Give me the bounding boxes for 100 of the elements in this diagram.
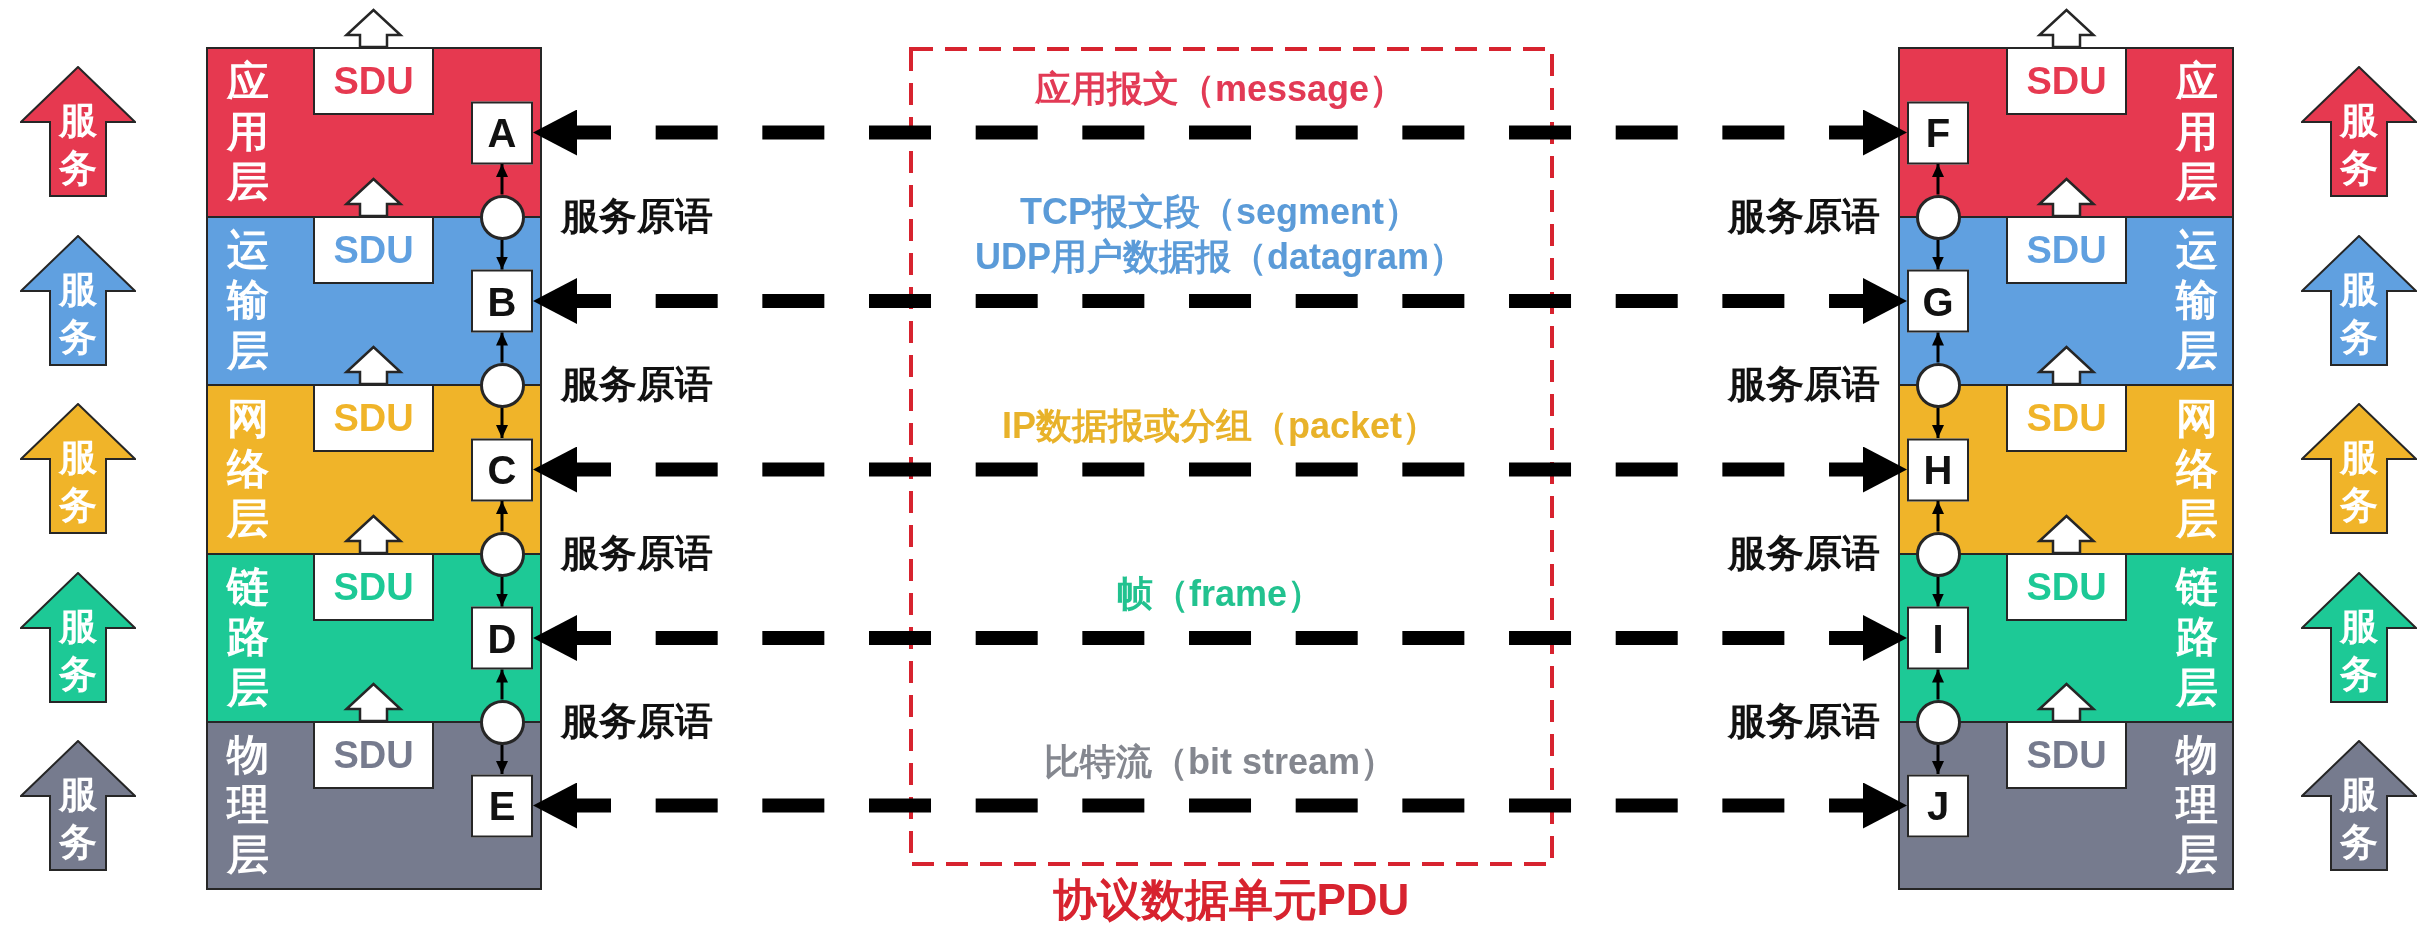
edge-label: TCP报文段（segment） UDP用户数据报（datagram） bbox=[973, 190, 1467, 279]
letter-box: B bbox=[471, 269, 533, 333]
letter-box: I bbox=[1907, 606, 1969, 670]
layer-band bbox=[1898, 721, 2234, 890]
sign-label: 服务 bbox=[58, 435, 98, 528]
frame-title: 协议数据单元PDU bbox=[1052, 876, 1410, 925]
sign-label: 服务 bbox=[58, 772, 98, 865]
arrow bbox=[496, 501, 508, 532]
layer-band bbox=[206, 216, 542, 386]
sdu-box: SDU bbox=[313, 47, 434, 115]
arrow bbox=[496, 744, 508, 774]
arrow bbox=[1932, 407, 1944, 438]
sdu-box: SDU bbox=[313, 553, 434, 621]
sdu-box: SDU bbox=[313, 721, 434, 789]
arrow bbox=[496, 669, 508, 700]
service-sign bbox=[20, 572, 136, 703]
sign-label: 服务 bbox=[58, 267, 98, 360]
primitive-label: 服务原语 bbox=[560, 363, 713, 407]
service-sign bbox=[20, 66, 136, 197]
sdu-box: SDU bbox=[2006, 47, 2127, 115]
service-sign bbox=[2301, 235, 2417, 366]
sign-label: 服务 bbox=[2339, 98, 2379, 191]
layer-band bbox=[1898, 216, 2234, 386]
arrow bbox=[1932, 669, 1944, 700]
dashed-arrow bbox=[533, 782, 1907, 829]
layer-name: 链路层 bbox=[226, 562, 271, 714]
letter-box: E bbox=[471, 774, 533, 837]
layer-band bbox=[1898, 47, 2234, 218]
sdu-box: SDU bbox=[313, 384, 434, 452]
service-sign bbox=[20, 740, 136, 871]
block-arrow bbox=[2036, 177, 2097, 218]
arrow bbox=[496, 576, 508, 607]
sign-label: 服务 bbox=[58, 98, 98, 191]
layer-band bbox=[206, 553, 542, 723]
layer-name: 网络层 bbox=[2175, 393, 2220, 545]
letter-box: F bbox=[1907, 101, 1969, 164]
edge-label: IP数据报或分组（packet） bbox=[1002, 403, 1439, 448]
sdu-box: SDU bbox=[2006, 216, 2127, 284]
arrow bbox=[1932, 501, 1944, 532]
letter-box: H bbox=[1907, 438, 1969, 501]
sign-label: 服务 bbox=[58, 604, 98, 697]
edge-label: 比特流（bit stream） bbox=[1044, 739, 1397, 784]
block-arrow bbox=[2036, 682, 2097, 723]
dashed-arrow bbox=[533, 109, 1907, 156]
service-sign bbox=[2301, 740, 2417, 871]
arrow bbox=[1932, 744, 1944, 774]
layer-name: 应用层 bbox=[2175, 56, 2220, 208]
primitive-label: 服务原语 bbox=[1727, 195, 1880, 239]
block-arrow bbox=[343, 8, 404, 49]
sdu-box: SDU bbox=[2006, 384, 2127, 452]
layer-band bbox=[1898, 384, 2234, 555]
letter-box: J bbox=[1907, 774, 1969, 837]
sign-label: 服务 bbox=[2339, 435, 2379, 528]
arrow bbox=[1932, 332, 1944, 363]
layer-band bbox=[206, 384, 542, 555]
dashed-arrow bbox=[533, 615, 1907, 661]
letter-box: D bbox=[471, 606, 533, 670]
sdu-box: SDU bbox=[313, 216, 434, 284]
layer-name: 运输层 bbox=[2175, 225, 2220, 377]
arrow bbox=[496, 332, 508, 363]
sign-label: 服务 bbox=[2339, 772, 2379, 865]
block-arrow bbox=[2036, 8, 2097, 49]
block-arrow bbox=[343, 345, 404, 386]
service-sign bbox=[2301, 403, 2417, 534]
arrow bbox=[496, 164, 508, 195]
block-arrow bbox=[2036, 345, 2097, 386]
layer-name: 链路层 bbox=[2175, 562, 2220, 714]
primitive-label: 服务原语 bbox=[1727, 700, 1880, 744]
block-arrow bbox=[343, 682, 404, 723]
primitive-label: 服务原语 bbox=[560, 700, 713, 744]
edge-label: 应用报文（message） bbox=[1035, 66, 1406, 111]
sdu-box: SDU bbox=[2006, 553, 2127, 621]
sign-label: 服务 bbox=[2339, 604, 2379, 697]
primitive-label: 服务原语 bbox=[560, 532, 713, 576]
service-sign bbox=[20, 403, 136, 534]
service-sign bbox=[2301, 572, 2417, 703]
letter-box: A bbox=[471, 101, 533, 164]
layer-band bbox=[206, 47, 542, 218]
arrow bbox=[1932, 164, 1944, 195]
letter-box: C bbox=[471, 438, 533, 501]
block-arrow bbox=[2036, 514, 2097, 555]
layer-name: 应用层 bbox=[226, 56, 271, 208]
layer-name: 物理层 bbox=[2175, 729, 2220, 881]
dashed-arrow bbox=[533, 446, 1907, 493]
layer-name: 运输层 bbox=[226, 225, 271, 377]
arrow bbox=[1932, 239, 1944, 270]
service-sign bbox=[2301, 66, 2417, 197]
primitive-label: 服务原语 bbox=[1727, 532, 1880, 576]
service-sign bbox=[20, 235, 136, 366]
sign-label: 服务 bbox=[2339, 267, 2379, 360]
edge-label: 帧（frame） bbox=[1117, 572, 1324, 616]
primitive-label: 服务原语 bbox=[560, 195, 713, 239]
arrow bbox=[496, 239, 508, 270]
dashed-arrow bbox=[533, 278, 1907, 324]
arrow bbox=[1932, 576, 1944, 607]
layer-name: 网络层 bbox=[226, 393, 271, 545]
sdu-box: SDU bbox=[2006, 721, 2127, 789]
letter-box: G bbox=[1907, 269, 1969, 333]
layer-name: 物理层 bbox=[226, 729, 271, 881]
primitive-label: 服务原语 bbox=[1727, 363, 1880, 407]
